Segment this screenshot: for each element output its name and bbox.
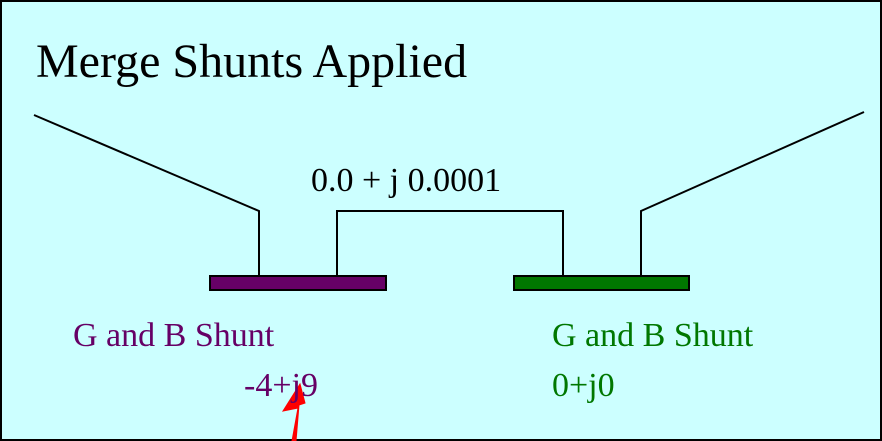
branch-line [336,210,564,278]
right-bus-label: G and B Shunt [552,317,754,354]
right-bus-value: 0+j0 [552,367,615,404]
left-bus-label: G and B Shunt [73,317,275,354]
left-bus-value: -4+j9 [244,367,318,404]
right-incoming-line [640,111,865,278]
left-incoming-line [33,114,260,278]
slide-title: Merge Shunts Applied [36,35,468,88]
left-bus-bar[interactable] [209,275,387,291]
red-arrow [281,382,306,441]
right-bus-bar[interactable] [513,275,690,291]
branch-impedance-label: 0.0 + j 0.0001 [311,162,502,199]
